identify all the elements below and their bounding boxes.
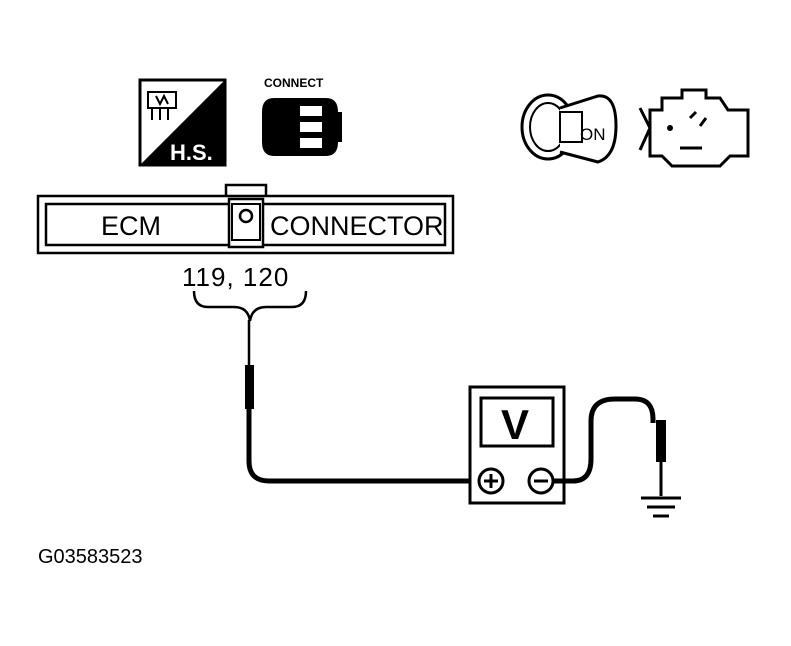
negative-probe <box>656 420 666 496</box>
positive-probe <box>245 320 254 409</box>
connector-label: CONNECTOR <box>270 211 444 241</box>
voltmeter-display: V <box>501 401 529 448</box>
pin-brace <box>192 290 308 322</box>
harness-connector-icon: H.S. <box>138 78 227 167</box>
ignition-key-icon: ON <box>520 93 618 164</box>
ground-symbol-icon <box>641 496 681 518</box>
connector-plug-icon: CONNECT <box>262 76 342 156</box>
ignition-on-label: ON <box>580 125 606 144</box>
pin-numbers: 119, 120 <box>182 262 289 292</box>
harness-label: H.S. <box>170 140 213 165</box>
positive-lead-wire <box>246 409 487 484</box>
negative-lead-wire <box>553 396 656 484</box>
positive-terminal-icon <box>477 467 505 495</box>
ecm-label: ECM <box>101 211 161 241</box>
figure-code: G03583523 <box>38 546 143 568</box>
voltmeter: V <box>468 385 566 505</box>
connect-label: CONNECT <box>264 76 324 90</box>
engine-icon <box>638 88 750 168</box>
negative-terminal-icon <box>527 467 555 495</box>
ecm-connector: ECM CONNECTOR <box>36 183 455 255</box>
